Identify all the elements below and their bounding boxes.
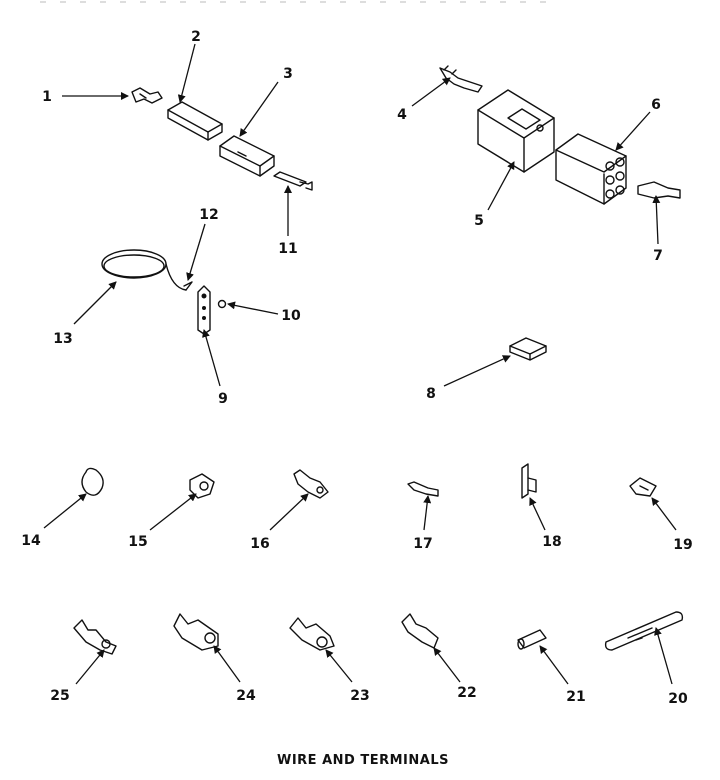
part-15-spade-terminal bbox=[189, 473, 215, 499]
part-4-pin-terminal bbox=[439, 65, 483, 93]
label-19: 19 bbox=[673, 537, 692, 553]
part-21-butt-splice bbox=[517, 629, 547, 650]
label-5: 5 bbox=[474, 213, 484, 229]
part-9-ground-strap bbox=[197, 285, 211, 335]
part-11-pin-terminal bbox=[273, 171, 313, 191]
label-12: 12 bbox=[199, 207, 218, 223]
part-22-spade-terminal bbox=[401, 613, 439, 649]
part-labels: 1 2 3 4 5 6 7 8 9 10 11 12 13 14 15 16 1… bbox=[21, 29, 692, 707]
label-23: 23 bbox=[350, 688, 369, 704]
label-16: 16 bbox=[250, 536, 269, 552]
label-9: 9 bbox=[218, 391, 228, 407]
part-8-clip bbox=[509, 337, 547, 361]
label-21: 21 bbox=[566, 689, 585, 705]
part-3-connector-housing bbox=[219, 135, 275, 177]
leader-lines bbox=[43, 43, 677, 685]
part-12-screw bbox=[183, 281, 193, 291]
part-6-connector-block bbox=[555, 133, 627, 205]
label-17: 17 bbox=[413, 536, 432, 552]
label-15: 15 bbox=[128, 534, 147, 550]
label-18: 18 bbox=[542, 534, 561, 550]
label-13: 13 bbox=[53, 331, 72, 347]
part-17-pin-terminal bbox=[407, 481, 439, 497]
part-24-ring-terminal bbox=[173, 613, 219, 651]
label-8: 8 bbox=[426, 386, 436, 402]
label-11: 11 bbox=[278, 241, 297, 257]
label-10: 10 bbox=[281, 308, 301, 324]
part-1-terminal bbox=[131, 87, 163, 104]
part-7-socket-terminal bbox=[637, 181, 681, 199]
part-20-jumper-link bbox=[604, 611, 684, 651]
part-25-ring-terminal bbox=[73, 619, 117, 655]
label-3: 3 bbox=[283, 66, 293, 82]
part-2-insulator bbox=[167, 101, 223, 141]
label-1: 1 bbox=[42, 89, 52, 105]
part-10-washer bbox=[217, 299, 227, 309]
label-25: 25 bbox=[50, 688, 69, 704]
part-18-bracket-terminal bbox=[521, 463, 537, 499]
label-14: 14 bbox=[21, 533, 41, 549]
label-2: 2 bbox=[191, 29, 201, 45]
part-16-crimp-terminal bbox=[293, 469, 329, 499]
part-19-housing bbox=[629, 477, 657, 497]
part-23-ring-terminal bbox=[289, 617, 335, 651]
label-20: 20 bbox=[668, 691, 688, 707]
diagram-caption: WIRE AND TERMINALS bbox=[277, 753, 449, 768]
label-7: 7 bbox=[653, 248, 663, 264]
label-6: 6 bbox=[651, 97, 661, 113]
label-22: 22 bbox=[457, 685, 476, 701]
part-14-hook bbox=[81, 467, 104, 496]
part-5-connector-block bbox=[477, 89, 555, 173]
part-13-wire-coil bbox=[101, 249, 187, 291]
label-24: 24 bbox=[236, 688, 256, 704]
label-4: 4 bbox=[397, 107, 407, 123]
